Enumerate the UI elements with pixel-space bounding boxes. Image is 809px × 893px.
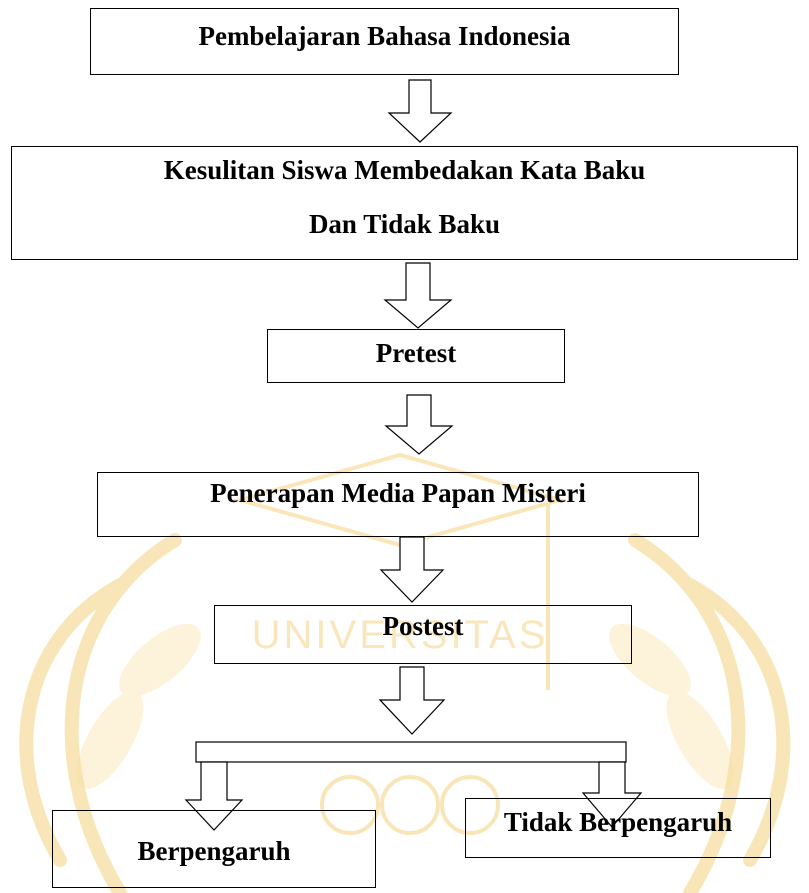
node-label: Postest xyxy=(382,611,464,641)
node-label-line-1: Kesulitan Siswa Membedakan Kata Baku xyxy=(163,155,646,185)
arrow-down-icon xyxy=(383,262,453,329)
node-label: Pembelajaran Bahasa Indonesia xyxy=(198,21,571,51)
arrow-down-icon xyxy=(384,394,454,455)
node-pembelajaran: Pembelajaran Bahasa Indonesia xyxy=(90,8,679,75)
arrow-down-icon xyxy=(184,761,244,831)
node-label-line-2: Dan Tidak Baku xyxy=(308,209,501,239)
arrow-down-icon xyxy=(581,761,643,828)
arrow-down-icon xyxy=(379,536,445,603)
split-bar xyxy=(195,741,627,763)
node-label: Berpengaruh xyxy=(137,836,291,866)
node-label: Pretest xyxy=(375,338,457,368)
node-penerapan-media: Penerapan Media Papan Misteri xyxy=(97,472,699,537)
node-postest: Postest xyxy=(214,605,632,664)
arrow-down-icon xyxy=(387,79,453,143)
node-label: Penerapan Media Papan Misteri xyxy=(210,478,586,508)
node-pretest: Pretest xyxy=(267,329,565,383)
node-tidak-berpengaruh: Tidak Berpengaruh xyxy=(465,798,771,858)
watermark-text: UNIVERSITAS xyxy=(252,613,549,657)
arrow-down-icon xyxy=(378,666,446,735)
node-kesulitan-siswa: Kesulitan Siswa Membedakan Kata Baku Dan… xyxy=(11,146,798,260)
node-berpengaruh: Berpengaruh xyxy=(52,810,376,888)
node-label: Tidak Berpengaruh xyxy=(503,807,733,837)
